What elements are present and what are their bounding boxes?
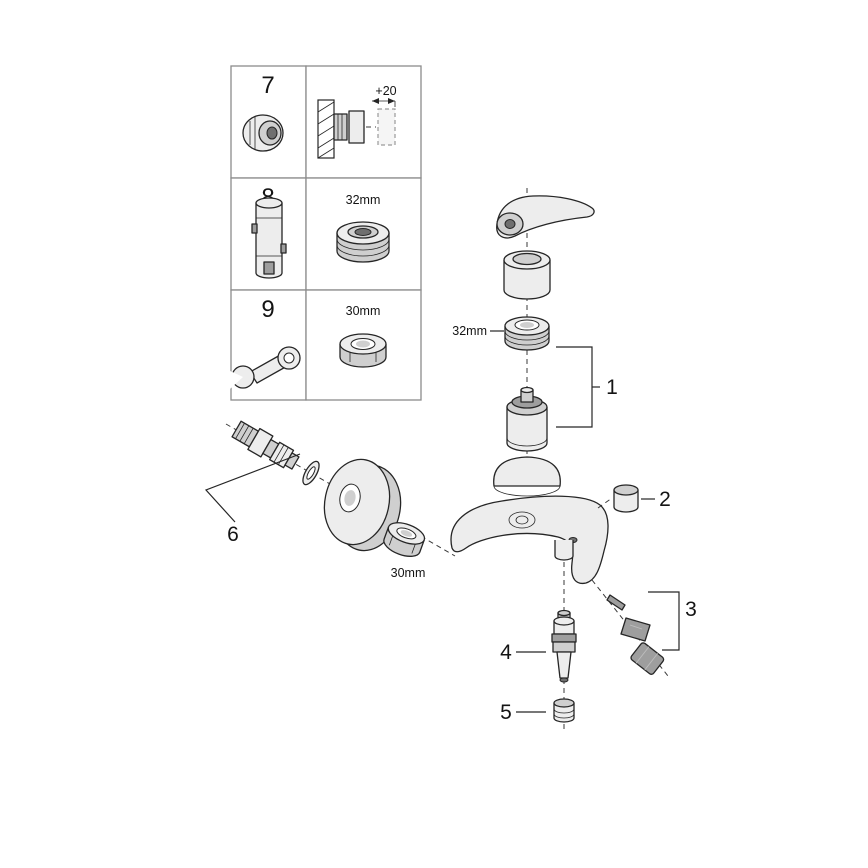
mounting-nut-part [383, 522, 426, 557]
callout-1-label: 1 [606, 376, 618, 399]
adapter-size-label: 32mm [346, 193, 381, 207]
callout-2-label: 2 [659, 488, 671, 511]
mounting-nut-size-label: 30mm [391, 566, 426, 580]
washer-part [302, 460, 320, 486]
wrench-icon [226, 346, 301, 389]
callout-5: 5 [500, 701, 546, 724]
faucet-body-part [450, 456, 609, 585]
plug-part [613, 484, 639, 513]
ring-size-callout: 32mm [452, 324, 504, 338]
union-connector-part [231, 420, 300, 470]
callout-3: 3 [648, 591, 697, 651]
dome-cap-part [503, 250, 551, 300]
pin-part [606, 594, 626, 611]
plug-leader-dash [597, 497, 613, 509]
check-valve-part [551, 609, 577, 683]
escutcheon-part [323, 458, 402, 552]
table-row-7-number: 7 [261, 72, 274, 99]
screw-plug-part [553, 698, 575, 723]
extension-dimension-label: +20 [375, 84, 396, 98]
nut-size-label: 30mm [346, 304, 381, 318]
extended-part-ghost [377, 108, 396, 146]
callout-4-label: 4 [500, 641, 512, 664]
callout-4: 4 [500, 641, 546, 664]
parts-table: 7 8 9 +20 [226, 65, 422, 401]
callout-6: 6 [204, 453, 301, 546]
callout-3-label: 3 [685, 598, 697, 621]
threaded-adapter-icon: 32mm [336, 193, 390, 263]
ring-size-label: 32mm [452, 324, 487, 338]
clip-part [620, 617, 651, 642]
exploded-view: 32mm 1 [204, 188, 697, 730]
hex-nut-icon: 30mm [339, 304, 387, 368]
callout-5-label: 5 [500, 701, 512, 724]
socket-tool-icon [251, 197, 287, 279]
wall-extension-diagram: +20 [317, 84, 397, 159]
threaded-ring-part [504, 316, 550, 351]
callout-6-label: 6 [227, 523, 239, 546]
cartridge-part [506, 386, 548, 452]
lever-handle-part [496, 195, 595, 239]
callout-1: 1 [556, 346, 618, 428]
coupling-adapter-icon [242, 114, 284, 152]
callout-2: 2 [641, 488, 671, 511]
aerator-part [630, 642, 665, 675]
bottom-outlet-boss [554, 540, 574, 561]
table-row-9-number: 9 [261, 296, 274, 323]
